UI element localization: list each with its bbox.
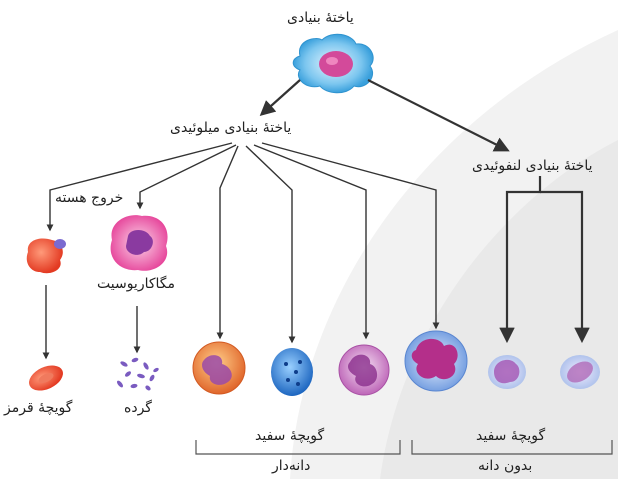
background-swoosh-inner (380, 140, 618, 479)
stem-cell-label: یاختهٔ بنیادی (287, 10, 354, 26)
reticulocyte-cell (26, 238, 66, 274)
arrow-myeloid-to-nucleus-exit (46, 142, 233, 232)
stem-cell (292, 33, 374, 94)
arrow-stem-to-myeloid (259, 79, 301, 117)
monocyte-cell (404, 330, 468, 392)
arrow-myeloid-to-neutrophil (216, 145, 239, 340)
bracket-agranular (411, 440, 613, 455)
basophil-cell (271, 348, 313, 396)
lymphoid-stem-cell-label: یاختهٔ بنیادی لنفوئیدی (472, 158, 593, 174)
agranular-label: بدون دانه (478, 458, 533, 474)
arrow-myeloid-to-megakaryocyte (136, 144, 237, 210)
eosinophil-cell (338, 344, 390, 396)
bracket-granular (195, 440, 401, 455)
platelets (117, 357, 159, 391)
arrow-myeloid-to-basophil (245, 145, 296, 344)
arrow-lymphoid-to-lymphocyte-1 (499, 176, 542, 344)
nucleus-exit-label: خروج هسته (55, 190, 124, 206)
myeloid-stem-cell-label: یاختهٔ بنیادی میلوئیدی (170, 120, 292, 136)
lymphocyte-cell-1 (488, 355, 526, 389)
brackets (195, 440, 613, 455)
granular-wbc-label: گویچهٔ سفید (255, 428, 325, 444)
megakaryocyte-label: مگاکاریوسیت (97, 276, 176, 292)
platelets-label: گرده (124, 400, 152, 416)
granular-label: دانه‌دار (272, 458, 311, 474)
neutrophil-cell (192, 341, 246, 395)
red-blood-cell (29, 365, 63, 391)
arrow-lymphoid-to-lymphocyte-2 (540, 190, 590, 344)
arrows (42, 79, 590, 360)
arrow-stem-to-lymphoid (367, 79, 510, 152)
lymphocyte-cell-2 (560, 355, 600, 389)
agranular-wbc-label: گویچهٔ سفید (476, 428, 546, 444)
arrow-myeloid-to-eosinophil (253, 144, 370, 340)
red-blood-cell-label: گویچهٔ قرمز (4, 400, 73, 416)
arrow-myeloid-to-monocyte (261, 142, 440, 330)
megakaryocyte-cell (110, 215, 168, 271)
